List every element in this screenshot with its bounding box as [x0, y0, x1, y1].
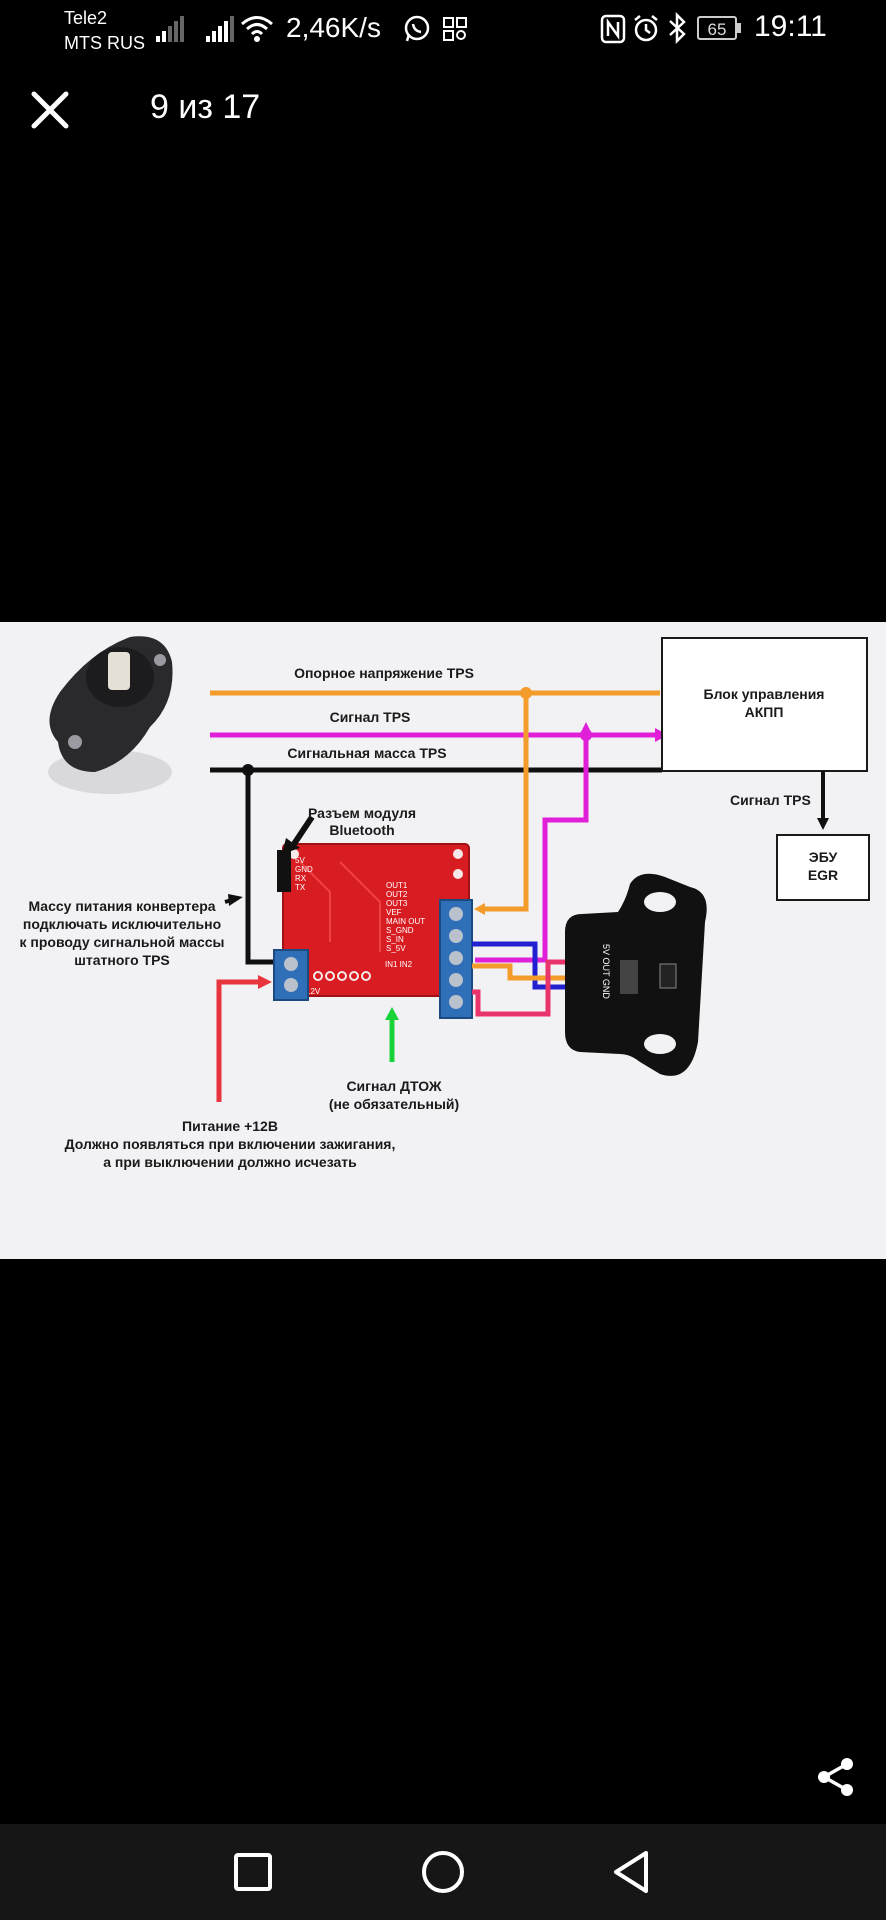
pcb-pin-label: S_GND: [386, 926, 414, 935]
ground-note: к проводу сигнальной массы: [20, 934, 225, 950]
carrier-name-primary: Tele2: [64, 8, 108, 28]
notification-app-icon: [443, 17, 467, 41]
bt-module-label: Разъем модуля: [308, 805, 416, 821]
back-icon[interactable]: [604, 1844, 660, 1900]
pcb-pin-label: OUT1: [386, 881, 408, 890]
stock-tps-sensor: [48, 636, 173, 794]
nfc-icon: [600, 14, 626, 44]
converter-pcb: 5V GND RX TX OUT1 OUT2 OUT3 VEF MAIN OUT…: [273, 843, 473, 1019]
power-note: а при выключении должно исчезать: [103, 1154, 357, 1170]
power-note: Питание +12В: [182, 1118, 278, 1134]
dtozh-signal-label: Сигнал ДТОЖ: [346, 1078, 441, 1094]
recent-apps-icon[interactable]: [225, 1844, 281, 1900]
ecu-label: ЭБУ: [809, 849, 838, 865]
image-counter: 9 из 17: [150, 88, 261, 126]
pcb-pin-label: 5V: [295, 856, 305, 865]
carrier-name-secondary: MTS RUS: [64, 33, 145, 53]
pcb-pin-label: RX: [295, 874, 307, 883]
wifi-icon: [241, 16, 273, 42]
ground-note: Массу питания конвертера: [28, 898, 215, 914]
wiring-diagram-photo: Блок управления АКПП Сигнал TPS ЭБУ EGR …: [0, 622, 886, 1259]
battery-tip: [737, 23, 741, 33]
pcb-pin-label: IN1 IN2: [385, 960, 413, 969]
pcb-pin-label: TX: [295, 883, 306, 892]
signal-ground-label: Сигнальная масса TPS: [287, 745, 446, 761]
pcb-pin-label: 12V: [306, 987, 321, 996]
power-note: Должно появляться при включении зажигани…: [65, 1136, 396, 1152]
close-icon[interactable]: [26, 86, 74, 134]
alarm-icon: [634, 15, 658, 42]
ground-note: штатного TPS: [74, 952, 170, 968]
system-navigation-bar: [0, 1824, 886, 1920]
ecu-label: EGR: [808, 867, 838, 883]
signal-tps-to-ecu-label: Сигнал TPS: [730, 792, 811, 808]
hall-sensor-board: 5V OUT GND: [565, 873, 707, 1076]
battery-indicator: 65: [697, 16, 737, 40]
pcb-pin-label: GND: [295, 865, 313, 874]
tcu-label: Блок управления: [704, 686, 825, 702]
signal-strength-icon: [206, 16, 234, 42]
pcb-pin-label: VEF: [386, 908, 402, 917]
bluetooth-icon: [669, 12, 686, 44]
home-icon[interactable]: [415, 1844, 471, 1900]
ref-voltage-label: Опорное напряжение TPS: [294, 665, 474, 681]
tcu-label: АКПП: [745, 704, 784, 720]
dtozh-signal-label: (не обязательный): [329, 1096, 459, 1112]
status-bar: Tele2 MTS RUS 2,46K/s 65 19:11: [0, 0, 886, 62]
sensor-pin-label: 5V OUT GND: [601, 944, 611, 999]
clock: 19:11: [754, 10, 827, 43]
share-icon[interactable]: [814, 1755, 858, 1799]
pcb-pin-label: MAIN OUT: [386, 917, 425, 926]
whatsapp-icon: [404, 15, 430, 42]
pcb-pin-label: S_IN: [386, 935, 404, 944]
network-speed: 2,46K/s: [286, 12, 381, 43]
bt-module-label: Bluetooth: [329, 822, 394, 838]
pcb-pin-label: OUT2: [386, 890, 408, 899]
signal-strength-icon: [156, 16, 184, 42]
signal-tps-label: Сигнал TPS: [330, 709, 411, 725]
ground-note: подключать исключительно: [23, 916, 221, 932]
pcb-pin-label: S_5V: [386, 944, 406, 953]
pcb-pin-label: OUT3: [386, 899, 408, 908]
